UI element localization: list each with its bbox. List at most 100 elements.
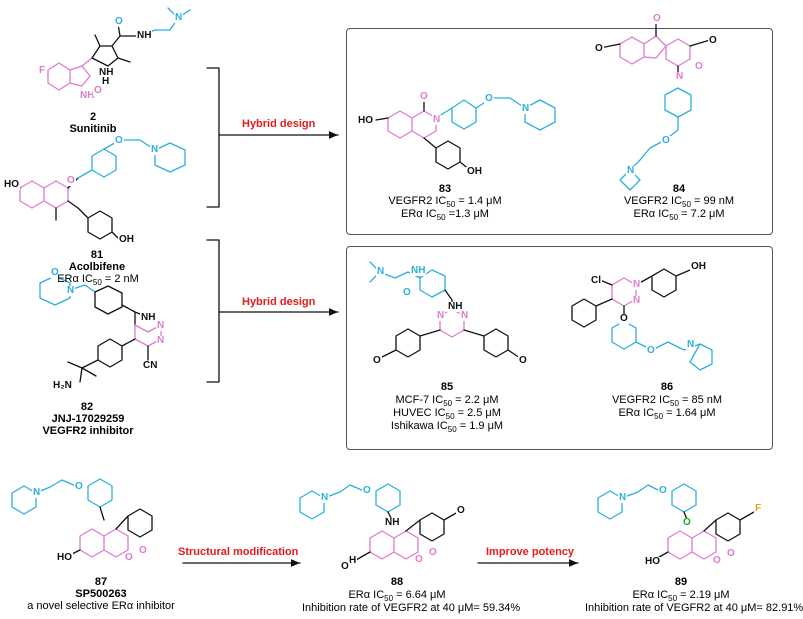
atom-oh-81: OH (118, 234, 135, 245)
atom-n-84b: N (626, 165, 636, 176)
structure-88 (299, 483, 459, 561)
compound-81-name: Acolbifene (68, 261, 126, 273)
label-structural-modification: Structural modification (178, 546, 299, 558)
atom-o-88d: O (428, 547, 438, 558)
atom-o-84e: O (661, 135, 671, 146)
compound-82-number: 82 (80, 401, 94, 413)
atom-o-85b: O (372, 355, 382, 366)
atom-n-86a: N (632, 279, 642, 290)
atom-o-88c: O (340, 561, 350, 572)
compound-83-vegfr2: VEGFR2 IC50 = 1.4 μM (388, 195, 502, 210)
atom-o-89-green: O (682, 517, 692, 528)
atom-n-2: N (174, 12, 184, 23)
atom-o-89: O (658, 485, 668, 496)
label-hybrid-design-bottom: Hybrid design (242, 296, 316, 308)
structure-84 (599, 21, 711, 191)
compound-82-desc: VEGFR2 inhibitor (42, 425, 134, 437)
atom-nh-2a: NH (136, 30, 153, 41)
compound-89-era: ERα IC50 = 2.19 μM (632, 589, 730, 604)
atom-o-87b: O (124, 552, 134, 563)
compound-87-name: SP500263 (75, 588, 127, 600)
compound-84-era: ERα IC50 = 7.2 μM (633, 208, 725, 223)
label-improve-potency: Improve potency (486, 546, 575, 558)
atom-nh-85b: NH (447, 301, 464, 312)
compound-89-vegfr2: Inhibition rate of VEGFR2 at 40 μM= 82.9… (585, 602, 803, 614)
atom-o-83: O (419, 91, 429, 102)
atom-f-2: F (38, 65, 47, 76)
atom-n-88: N (320, 492, 330, 503)
atom-o-81: O (66, 175, 76, 186)
compound-84-number: 84 (672, 183, 686, 195)
compound-88-vegfr2: Inhibition rate of VEGFR2 at 40 μM= 59.3… (302, 602, 521, 614)
compound-88-number: 88 (390, 576, 404, 588)
atom-n-81: N (150, 144, 160, 155)
atom-o-89b: O (712, 555, 722, 566)
atom-h-2: H (101, 76, 111, 87)
atom-ho-83: HO (357, 115, 374, 126)
atom-nh-2c: NH (79, 90, 96, 101)
atom-nh-88: NH (384, 517, 401, 528)
bracket-bottom (206, 239, 220, 383)
compound-86-era: ERα IC50 = 1.64 μM (618, 407, 716, 422)
structure-85 (369, 261, 521, 359)
compound-88-era: ERα IC50 = 6.64 μM (348, 589, 446, 604)
atom-nh-85a: NH (410, 265, 427, 276)
compound-2-number: 2 (89, 111, 97, 123)
compound-82-name: JNJ-17029259 (51, 413, 125, 425)
atom-n-83: N (432, 114, 442, 125)
compound-86-number: 86 (660, 381, 674, 393)
compound-84-vegfr2: VEGFR2 IC50 = 99 nM (623, 195, 735, 210)
atom-nh-2b: NH (98, 67, 115, 78)
atom-nh-82: NH (140, 312, 157, 323)
label-hybrid-design-top: Hybrid design (242, 118, 316, 130)
compound-85-huvec: HUVEC IC50 = 2.5 μM (393, 407, 501, 422)
compound-85-mcf7: MCF-7 IC50 = 2.2 μM (395, 394, 499, 409)
atom-o-85a: O (402, 287, 412, 298)
atom-n-86b: N (632, 295, 642, 306)
atom-o-81b: O (114, 135, 124, 146)
atom-o-89c: O (726, 548, 736, 559)
atom-oh-83: OH (466, 166, 483, 177)
atom-o-82: O (50, 267, 60, 278)
atom-o-84a: O (594, 43, 604, 54)
compound-83-era: ERα IC50 =1.3 μM (401, 208, 489, 223)
atom-f-89: F (754, 503, 763, 514)
atom-n-82: N (66, 285, 76, 296)
hybrid-box-bottom (346, 246, 773, 450)
atom-n-83b: N (521, 103, 531, 114)
atom-h2n-82: H₂N (52, 380, 73, 391)
atom-n-85b: N (436, 310, 446, 321)
atom-n-82c: N (156, 335, 166, 346)
atom-o-88e: O (456, 505, 466, 516)
atom-o-84b: O (708, 35, 718, 46)
atom-n-89: N (618, 492, 628, 503)
atom-oh-86: OH (690, 261, 707, 272)
atom-o-84d: O (694, 61, 704, 72)
atom-o-2b: O (93, 85, 103, 96)
atom-o-83b: O (484, 93, 494, 104)
compound-81-activity: ERα IC50 = 2 nM (57, 273, 139, 288)
atom-o-86b: O (646, 345, 656, 356)
atom-n-84: N (675, 71, 685, 82)
atom-cn-82: CN (142, 360, 159, 371)
atom-o-86: O (619, 313, 629, 324)
atom-n-85a: N (376, 266, 386, 277)
compound-86-vegfr2: VEGFR2 IC50 = 85 nM (611, 394, 723, 409)
atom-o-88: O (362, 485, 372, 496)
atom-ho-89: HO (644, 556, 661, 567)
compound-85-ishikawa: Ishikawa IC50 = 1.9 μM (390, 420, 504, 435)
atom-n-82b: N (156, 320, 166, 331)
bracket-top (206, 67, 220, 208)
atom-n-87: N (32, 487, 42, 498)
compound-85-number: 85 (440, 381, 454, 393)
compound-81-number: 81 (90, 249, 104, 261)
compound-89-number: 89 (674, 576, 688, 588)
hybrid-box-top (346, 28, 773, 235)
atom-o-87: O (74, 481, 84, 492)
atom-o-88b: O (414, 554, 424, 565)
atom-n-86c: N (686, 339, 696, 350)
atom-o-85c: O (518, 355, 528, 366)
atom-o-84c: O (652, 13, 662, 24)
atom-h-88: H (348, 555, 358, 566)
atom-o-2: O (114, 16, 124, 27)
